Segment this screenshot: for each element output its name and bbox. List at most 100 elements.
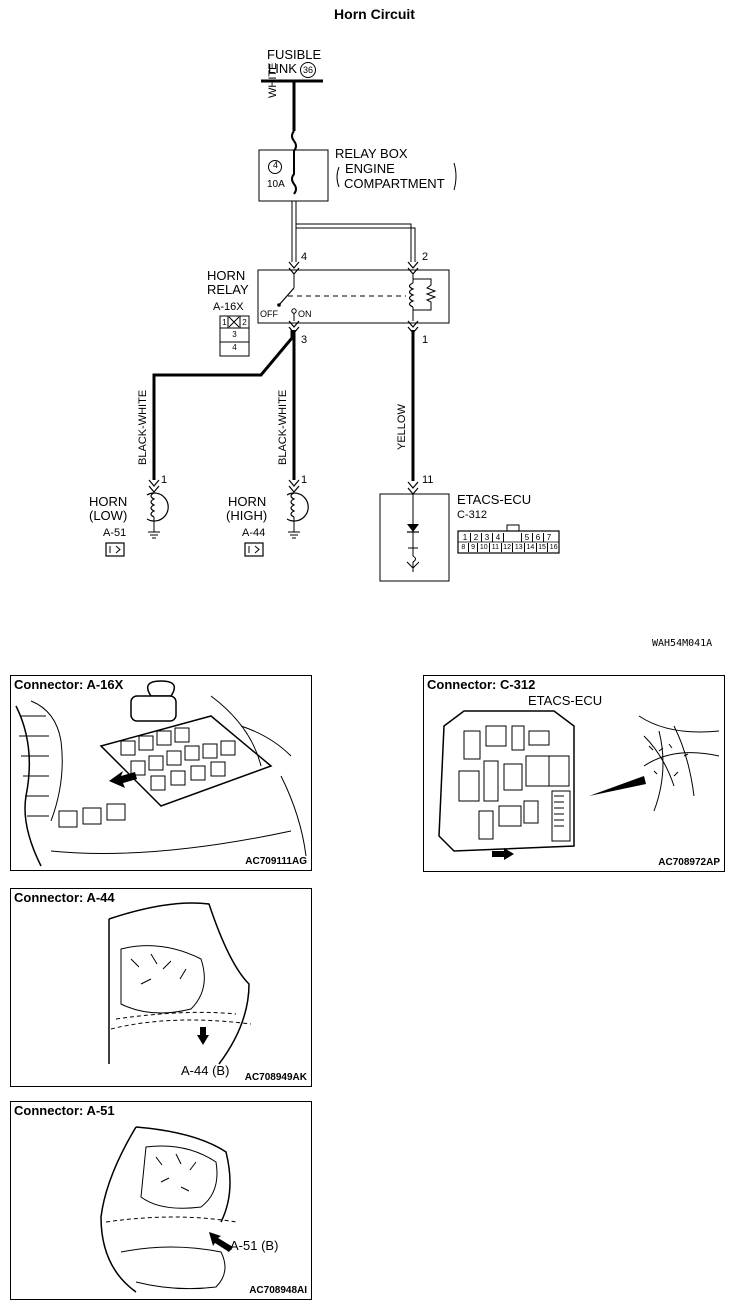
horn-low-ground [148,517,160,539]
c312-pin: 14 [525,543,537,552]
front-bumper-illustration [108,902,252,1065]
arrow-icon [197,1027,209,1045]
horn-high-coil [290,492,296,518]
etacs-connector: C-312 [457,509,487,521]
relay-box-label-3: COMPARTMENT [344,176,445,191]
relay-box-bracket-right [453,162,457,191]
fusible-link-label-1: FUSIBLE [267,47,322,62]
relay-switch-blade [278,287,295,306]
horn-low-terminal [148,479,160,493]
horn-low-arc [146,492,169,522]
c312-pin: 6 [533,533,544,542]
c312-pin: 13 [513,543,526,552]
terminal-mark-2 [407,261,419,275]
relay-off-label: OFF [260,309,278,319]
horn-low-label-1: HORN [89,494,128,509]
relay-contact-on [291,308,297,314]
c312-pin: 9 [469,543,479,552]
feed-wire-pin2 [296,223,416,262]
c312-row-1: 1 2 3 4 5 6 7 [460,533,556,542]
c312-pin: 1 [460,533,471,542]
horn-low-pin: 1 [161,474,168,486]
panel-title: Connector: A-16X [14,677,124,692]
horn-high-connector: A-44 [242,527,266,539]
connector-panel-a51: Connector: A-51 A-51 (B) AC708948AI [10,1101,312,1300]
a51-connector-shape [105,542,125,557]
horn-high-pin: 1 [301,474,308,486]
page-title: Horn Circuit [334,6,415,22]
c312-connector-grid [457,524,560,554]
black-white-wire-low [152,330,294,480]
wire-label-black-white-low: BLACK-WHITE [137,389,149,465]
callout-label: A-51 (B) [230,1238,279,1253]
etacs-diode [407,524,419,532]
c312-row-2: 8 9 10 11 12 13 14 15 16 [459,543,559,552]
engine-bay-illustration [15,680,307,867]
horn-low-coil [150,492,156,518]
fusible-link-number: 36 [300,62,316,78]
wire-label-white: WHITE [267,62,279,98]
relay-box-label: RELAY BOX [335,146,408,161]
c312-pin: 8 [459,543,469,552]
connector-panel-c312: Connector: C-312 ETACS-ECU AC708972AP [423,675,725,872]
fuse-symbol [291,130,297,195]
arrow-icon [109,771,137,788]
etacs-ecu-illustration [438,710,720,860]
pointer-wedge [589,776,646,796]
a16x-cell-4: 4 [232,343,237,352]
connector-panel-a44: Connector: A-44 A-44 (B) AC708949AK [10,888,312,1087]
horn-relay-box [257,269,450,324]
horn-low-label-2: (LOW) [89,508,128,523]
a16x-cell-3: 3 [232,330,237,339]
relay-on-label: ON [298,309,312,319]
panel-code: AC709111AG [245,856,307,867]
panel-code: AC708972AP [658,857,720,868]
c312-pin: 5 [521,533,533,542]
horn-high-ground [288,517,300,539]
a16x-connector-shape [219,315,250,357]
fuse-number: 4 [272,160,278,170]
arrow-icon [492,848,514,860]
feed-wire-pin4 [291,201,297,262]
a44-connector-shape [244,542,264,557]
horn-wiring-diagram [105,79,560,582]
wire-label-yellow: YELLOW [396,404,408,450]
fuse-number-circle [268,160,282,174]
c312-pin: 10 [478,543,491,552]
horn-low-connector: A-51 [103,527,127,539]
horn-high-label-2: (HIGH) [226,508,268,523]
connector-panel-a16x: Connector: A-16X AC709111AG [10,675,312,871]
callout-label: A-44 (B) [181,1063,230,1078]
panel-title: Connector: C-312 [427,677,536,692]
c312-pin: 16 [549,544,558,551]
relay-pin-4: 4 [301,251,308,263]
horn-relay-label-2: RELAY [207,282,249,297]
c312-pin: 2 [471,533,482,542]
diagram-code: WAH54M041A [652,638,713,649]
arrow-icon [209,1232,233,1252]
fusible-link-label-2: LINK [268,61,297,76]
panel-code: AC708949AK [244,1072,307,1083]
horn-relay-connector-label: A-16X [213,301,244,313]
etacs-name: ETACS-ECU [457,492,532,507]
a16x-cell-1: 1 [222,318,227,327]
horn-high-arc [286,492,309,522]
fuse-rating: 10A [267,179,285,190]
c312-pin: 11 [490,543,502,552]
horn-relay-label-1: HORN [207,268,246,283]
front-bumper-illustration [100,1126,237,1293]
etacs-ecu-box [379,493,450,582]
relay-pin-3: 3 [301,334,308,346]
terminal-mark-4 [288,261,300,275]
etacs-pin: 11 [422,474,434,486]
horn-high-terminal [288,479,300,493]
panel-subtitle: ETACS-ECU [528,693,603,708]
panel-title: Connector: A-44 [14,890,115,905]
c312-pin: 4 [493,533,504,542]
panel-title: Connector: A-51 [14,1103,115,1118]
etacs-transistor [408,547,418,572]
a16x-cell-2: 2 [242,318,247,327]
relay-box [258,149,329,202]
relay-pin-1: 1 [422,334,429,346]
c312-pin: 3 [482,533,493,542]
